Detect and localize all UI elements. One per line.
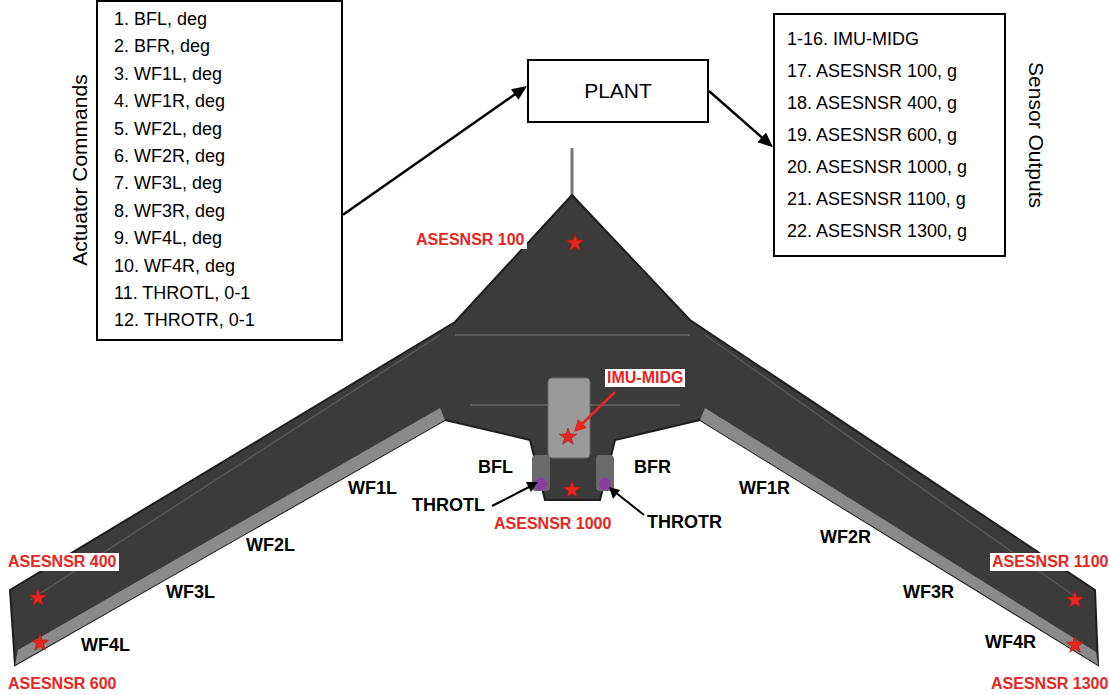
part-label: BFR xyxy=(634,457,671,478)
sensor-label: IMU-MIDG xyxy=(605,369,685,387)
flying-wing-body xyxy=(10,195,1098,665)
sensor-star xyxy=(566,234,583,250)
right-propeller-hub xyxy=(599,478,611,490)
sensor-star xyxy=(563,481,580,497)
part-label: BFL xyxy=(478,457,513,478)
list-item: 7. WF3L, deg xyxy=(114,170,222,197)
list-item: 17. ASESNSR 100, g xyxy=(787,55,957,87)
actuator-command-list: Actuator Commands1. BFL, deg2. BFR, deg3… xyxy=(96,0,343,341)
plant-box: PLANT xyxy=(527,59,709,123)
sensor-label: ASESNSR 1100 xyxy=(990,553,1109,571)
sensor-star xyxy=(29,589,46,605)
panel-line xyxy=(455,334,690,336)
part-label: WF3R xyxy=(903,582,954,603)
box-title: PLANT xyxy=(584,79,652,103)
list-item: 9. WF4L, deg xyxy=(114,225,222,252)
list-heading: Actuator Commands xyxy=(68,75,92,266)
left-control-surfaces xyxy=(15,408,445,665)
list-item: 2. BFR, deg xyxy=(114,33,210,60)
list-item: 5. WF2L, deg xyxy=(114,116,222,143)
leader-line xyxy=(492,486,531,506)
leader-line xyxy=(580,392,615,426)
sensor-label: ASESNSR 400 xyxy=(6,553,119,571)
list-item: 4. WF1R, deg xyxy=(114,88,225,115)
flow-arrow xyxy=(709,91,763,139)
left-propeller-hub xyxy=(535,478,547,490)
list-item: 1. BFL, deg xyxy=(114,6,207,33)
leader-arrowhead xyxy=(609,487,620,499)
part-label: WF1L xyxy=(348,478,397,499)
list-heading: Sensor Outputs xyxy=(1024,62,1048,208)
list-item: 11. THROTL, 0-1 xyxy=(114,280,250,307)
list-item: 18. ASESNSR 400, g xyxy=(787,87,957,119)
list-item: 21. ASESNSR 1100, g xyxy=(787,183,966,215)
leader-line xyxy=(615,492,644,515)
arrowhead xyxy=(511,86,527,100)
right-motor xyxy=(596,455,614,491)
list-item: 8. WF3R, deg xyxy=(114,198,225,225)
list-item: 1-16. IMU-MIDG xyxy=(787,23,919,55)
list-item: 10. WF4R, deg xyxy=(114,253,235,280)
part-label: THROTR xyxy=(647,512,722,533)
part-label: WF4L xyxy=(81,635,130,656)
sensor-label: ASESNSR 1000 xyxy=(492,515,613,533)
part-label: WF3L xyxy=(166,582,215,603)
list-item: 20. ASESNSR 1000, g xyxy=(787,151,967,183)
sensor-label: ASESNSR 600 xyxy=(6,675,119,693)
list-item: 12. THROTR, 0-1 xyxy=(114,307,255,334)
list-item: 19. ASESNSR 600, g xyxy=(787,119,957,151)
sensor-output-list: Sensor Outputs1-16. IMU-MIDG17. ASESNSR … xyxy=(773,13,1006,257)
sensor-star xyxy=(1066,591,1083,607)
part-label: THROTL xyxy=(412,495,485,516)
arrowhead xyxy=(757,132,773,147)
list-item: 22. ASESNSR 1300, g xyxy=(787,215,967,247)
sensor-star xyxy=(559,428,576,444)
sensor-label: ASESNSR 100 xyxy=(414,231,527,249)
sensor-label: ASESNSR 1300 xyxy=(989,675,1109,693)
part-label: WF1R xyxy=(739,478,790,499)
flow-arrow xyxy=(343,93,516,214)
sensor-star xyxy=(1066,636,1083,652)
part-label: WF2R xyxy=(820,527,871,548)
imu-bay xyxy=(548,378,590,458)
part-label: WF2L xyxy=(246,535,295,556)
list-item: 6. WF2R, deg xyxy=(114,143,225,170)
part-label: WF4R xyxy=(985,632,1036,653)
list-item: 3. WF1L, deg xyxy=(114,61,222,88)
right-control-surfaces xyxy=(700,408,1098,665)
leader-arrowhead xyxy=(526,482,538,492)
sensor-star xyxy=(31,634,48,650)
leader-arrowhead xyxy=(574,419,587,432)
pitot-probe xyxy=(571,148,574,198)
